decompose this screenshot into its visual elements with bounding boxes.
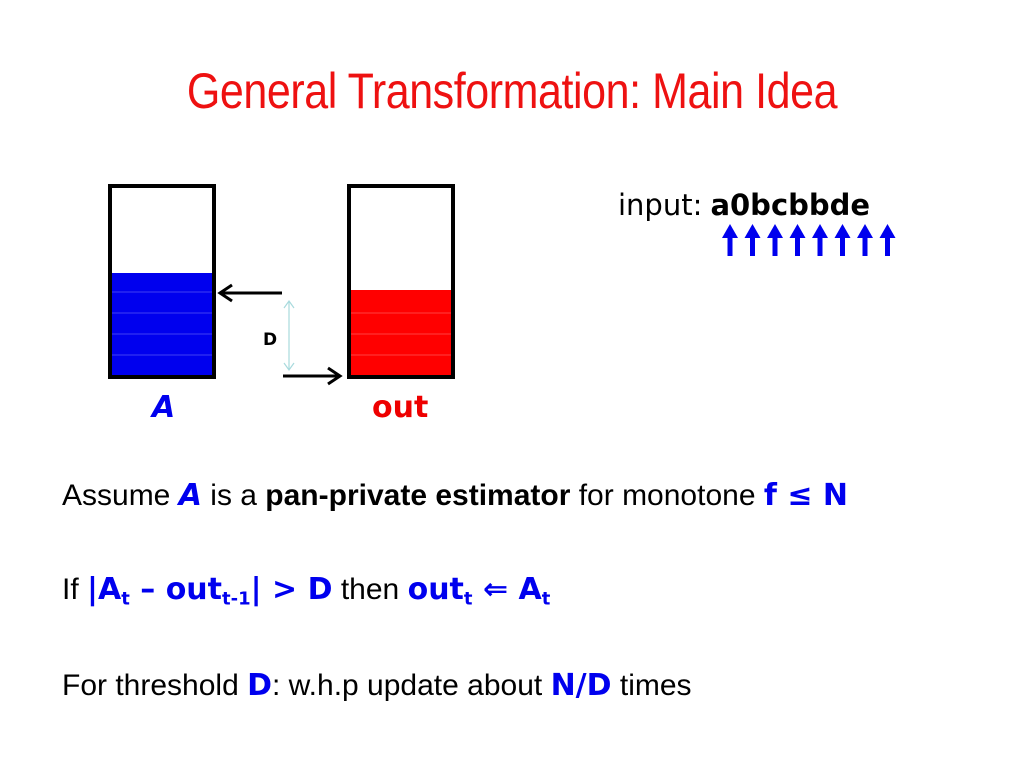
container-a-frame xyxy=(108,184,216,379)
update-count: N/D xyxy=(550,668,612,703)
up-arrow-icon xyxy=(789,224,806,256)
bound-expression: f ≤ N xyxy=(763,478,849,513)
container-a-label: A xyxy=(152,390,176,425)
input-stream: input: a0bcbbde xyxy=(618,188,870,223)
arrow-to-a xyxy=(217,283,282,303)
bullet-update-rule: If |At – outt-1| > D then outt ⇐ At xyxy=(62,572,550,609)
up-arrow-icon xyxy=(879,224,896,256)
arrow-to-out xyxy=(283,366,343,386)
threshold-symbol: D xyxy=(247,668,272,703)
up-arrow-icon xyxy=(834,224,851,256)
threshold-bracket xyxy=(283,299,295,372)
container-out-fill xyxy=(351,290,452,376)
input-prefix: input: xyxy=(618,188,703,222)
text: times xyxy=(611,669,692,702)
container-a xyxy=(108,184,216,379)
up-arrow-icon xyxy=(722,224,738,256)
estimator-symbol: A xyxy=(178,478,202,513)
container-out-label: out xyxy=(372,390,429,425)
input-string: a0bcbbde xyxy=(710,188,871,222)
input-pointer-arrows xyxy=(722,224,896,256)
container-out-frame xyxy=(347,184,455,379)
container-out xyxy=(347,184,455,379)
text: for monotone xyxy=(570,479,764,512)
text: If xyxy=(62,573,88,606)
assignment-expression: outt ⇐ At xyxy=(407,572,551,610)
condition-expression: |At – outt-1| > D xyxy=(87,572,333,610)
text: For threshold xyxy=(62,669,248,702)
up-arrow-icon xyxy=(744,224,761,256)
up-arrow-icon xyxy=(812,224,828,256)
threshold-label: D xyxy=(263,330,278,350)
bullet-assumption: Assume A is a pan-private estimator for … xyxy=(62,478,848,513)
text: Assume xyxy=(62,479,179,512)
estimator-term: pan-private estimator xyxy=(265,479,571,512)
container-a-fill xyxy=(112,273,213,376)
up-arrow-icon xyxy=(767,224,783,256)
text: then xyxy=(332,573,408,606)
text: : w.h.p update about xyxy=(272,669,551,702)
up-arrow-icon xyxy=(857,224,873,256)
text: is a xyxy=(201,479,266,512)
slide-title: General Transformation: Main Idea xyxy=(186,63,838,119)
bullet-threshold: For threshold D: w.h.p update about N/D … xyxy=(62,668,692,703)
